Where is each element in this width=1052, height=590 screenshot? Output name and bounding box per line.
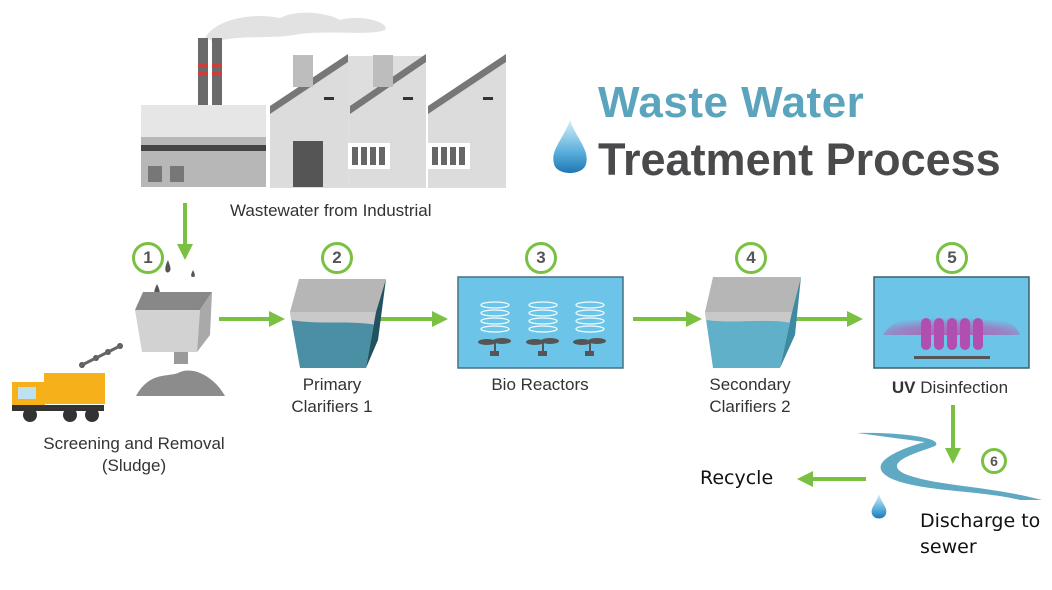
title-line1: Waste Water [598, 78, 865, 127]
discharge-label-line1: Discharge to [920, 510, 1041, 532]
step-2-label-line2: Clarifiers 1 [291, 397, 373, 416]
step-badge-5: 5 [936, 242, 968, 274]
clarifier-tank-icon-2 [705, 277, 801, 368]
step-2-label: Primary Clarifiers 1 [282, 374, 382, 418]
screen-hopper-icon [135, 260, 225, 396]
step-5-label: UV Disinfection [875, 377, 1025, 399]
step-badge-4: 4 [735, 242, 767, 274]
step-badge-2: 2 [321, 242, 353, 274]
water-drop-icon-small [871, 494, 887, 519]
step-2-label-line1: Primary [302, 375, 362, 394]
dump-truck-icon [12, 343, 123, 422]
discharge-label-line2: sewer [920, 536, 977, 558]
step-4-label: Secondary Clarifiers 2 [690, 374, 810, 418]
water-drop-icon [553, 120, 587, 173]
step-5-label-bold: UV [891, 378, 916, 397]
flow-arrows [177, 203, 961, 487]
title-line2: Treatment Process [598, 134, 1001, 185]
step-3-label: Bio Reactors [491, 375, 589, 394]
river-icon [857, 432, 1042, 500]
step-1-label: Screening and Removal (Sludge) [34, 433, 234, 477]
step-1-label-line2: (Sludge) [101, 456, 167, 475]
source-label: Wastewater from Industrial [230, 201, 432, 220]
step-1-label-line1: Screening and Removal [43, 434, 225, 453]
step-badge-3: 3 [525, 242, 557, 274]
clarifier-tank-icon [290, 279, 386, 368]
step-4-label-line1: Secondary [709, 375, 791, 394]
step-badge-1: 1 [132, 242, 164, 274]
discharge-label: Discharge to sewer [920, 508, 1040, 560]
step-badge-6: 6 [981, 448, 1007, 474]
recycle-label: Recycle [700, 467, 774, 489]
uv-lamp-icon [873, 276, 1030, 369]
factory-icon [141, 12, 506, 188]
step-5-label-rest: Disinfection [915, 378, 1009, 397]
bio-reactor-icon [457, 276, 624, 369]
step-4-label-line2: Clarifiers 2 [709, 397, 791, 416]
